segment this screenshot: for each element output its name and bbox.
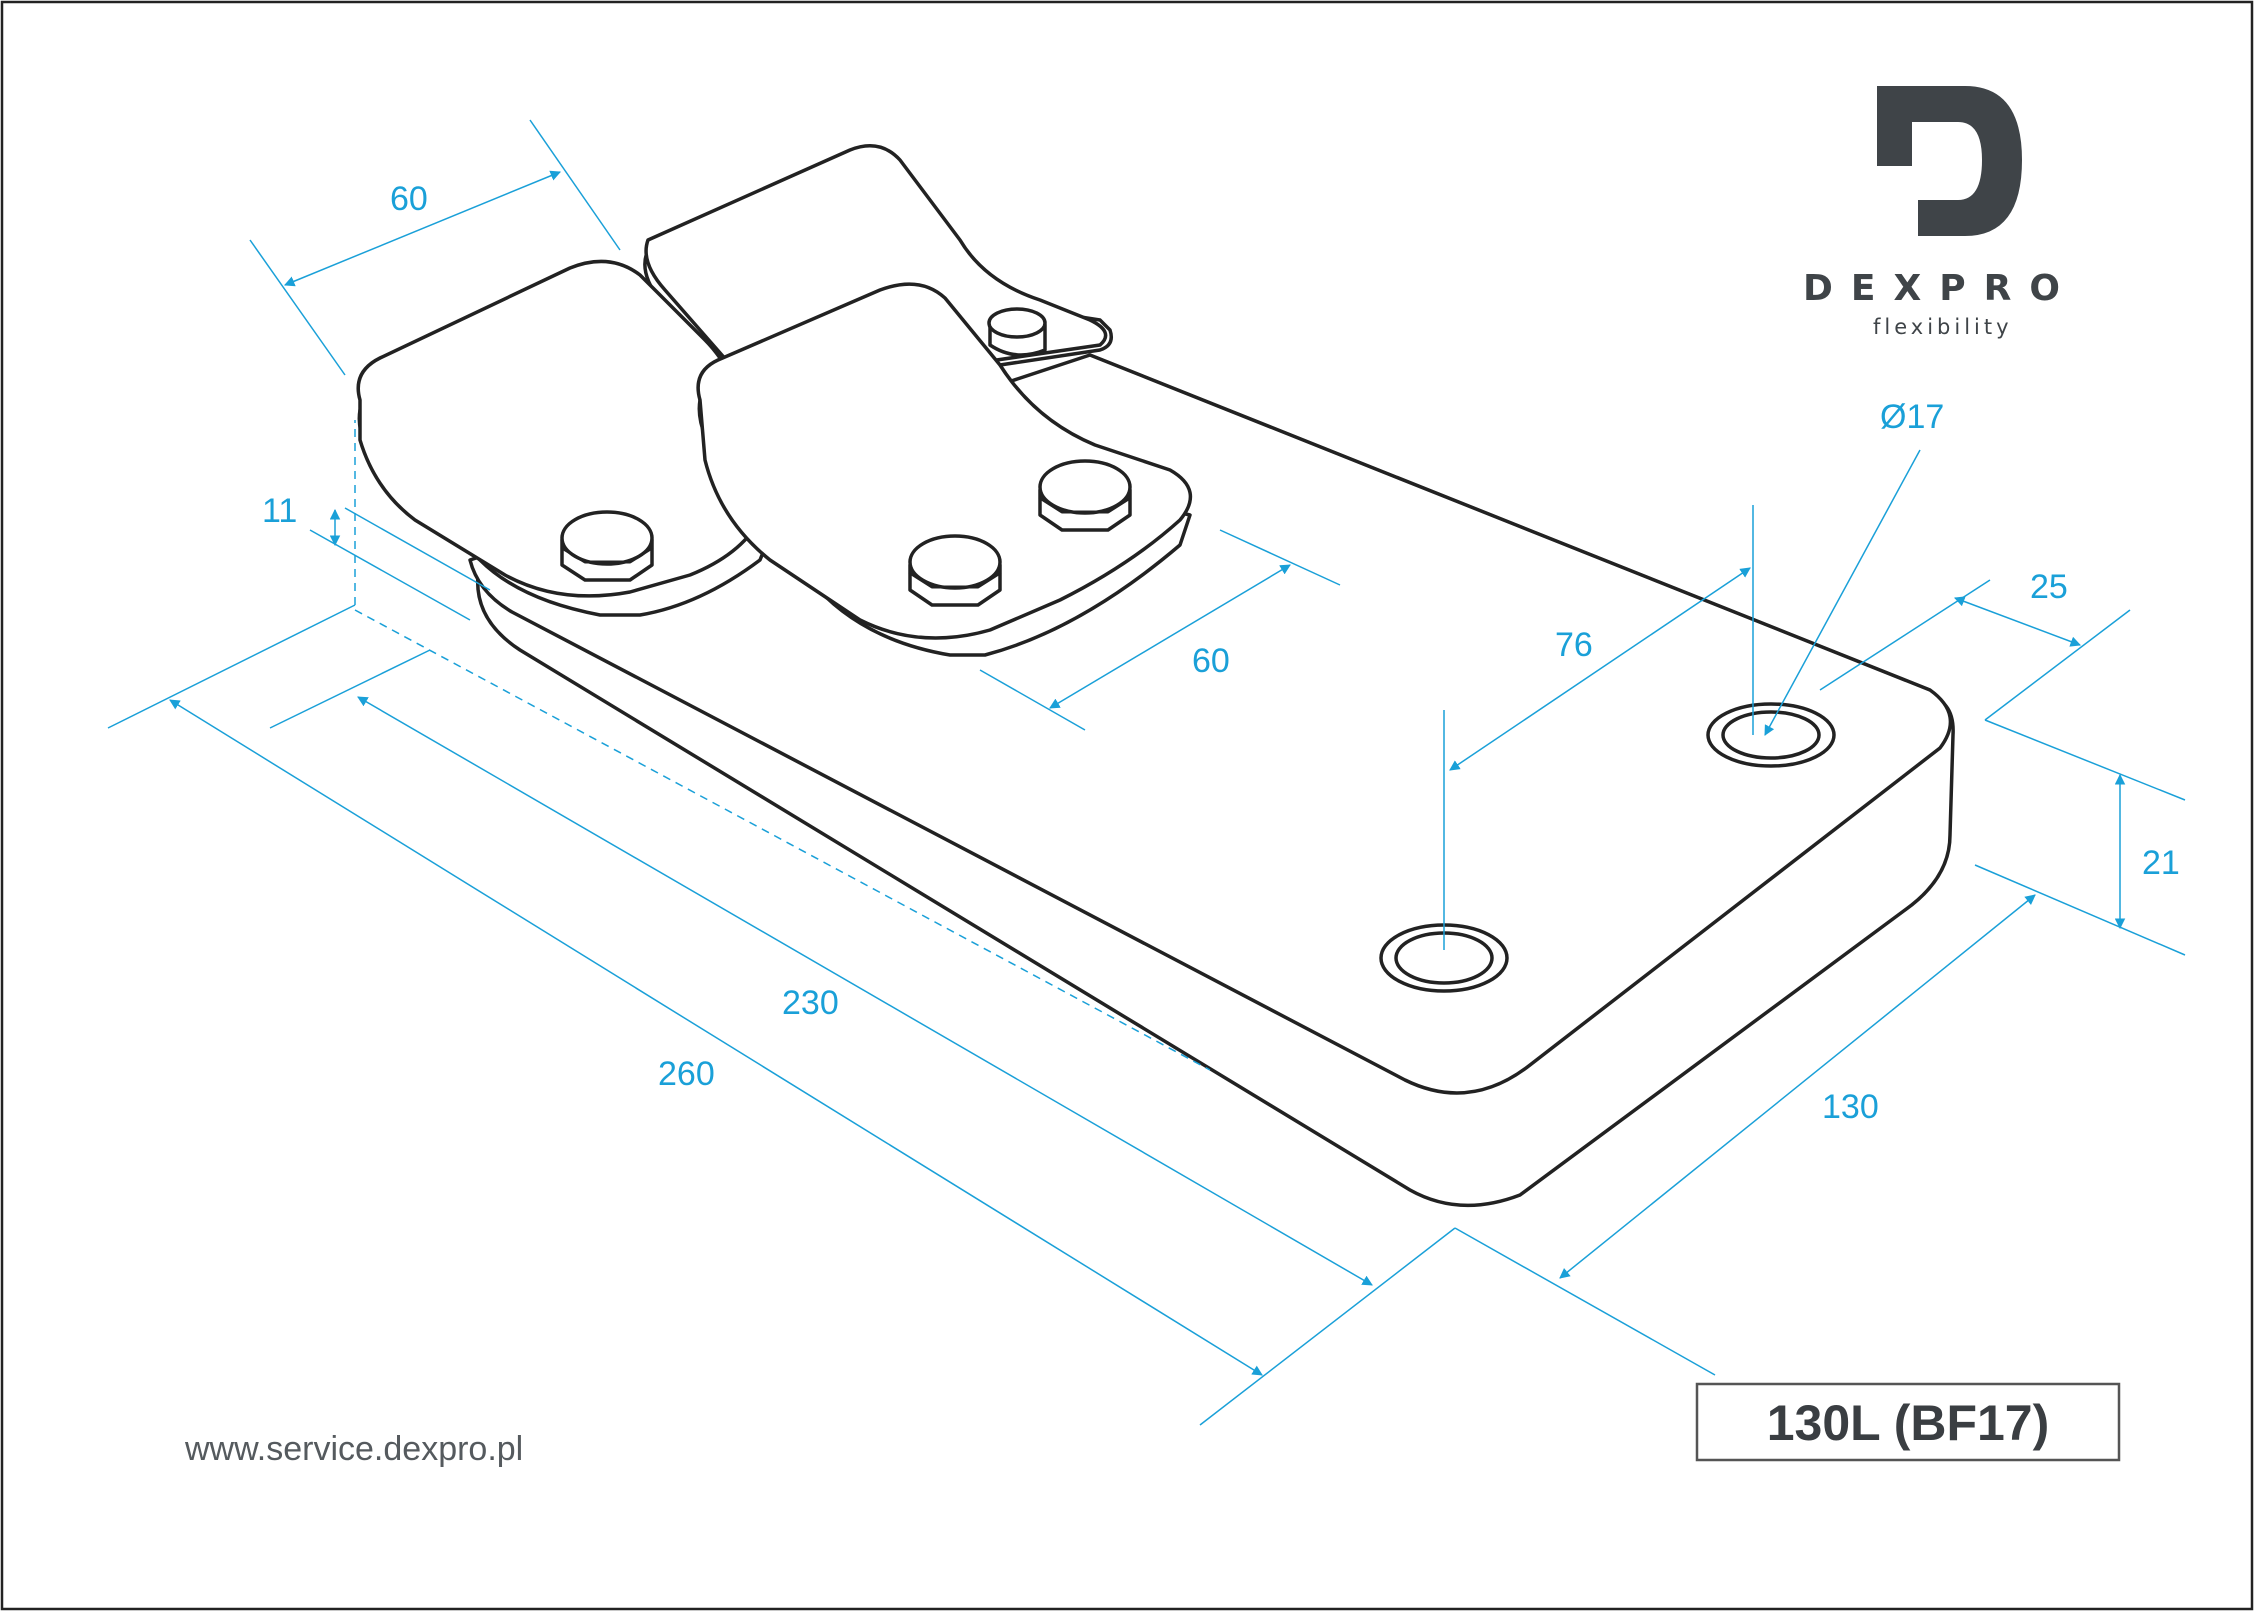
dexpro-logo: DEXPRO flexibility	[1803, 86, 2078, 339]
dim-pad-thickness-label: 11	[262, 492, 297, 530]
dim-base-width: 130	[1199, 894, 2036, 1426]
front-pad-bolt-left	[908, 534, 1002, 607]
dim-base-thickness-label: 21	[2142, 844, 2180, 882]
dim-hole-diameter: Ø17	[1764, 398, 1944, 736]
left-pad-bolt	[560, 510, 654, 582]
model-label: 130L (BF17)	[1767, 1395, 2050, 1451]
mounting-hole-front	[1379, 923, 1509, 993]
model-label-box: 130L (BF17)	[1695, 1382, 2121, 1462]
dim-base-thickness: 21	[1974, 719, 2186, 956]
dim-inner-length-label: 230	[782, 984, 839, 1022]
brand-name: DEXPRO	[1803, 268, 2078, 309]
website-url: www.service.dexpro.pl	[184, 1430, 523, 1468]
dim-hole-spacing-label: 76	[1555, 626, 1593, 664]
dim-base-width-label: 130	[1822, 1088, 1879, 1126]
brand-tagline: flexibility	[1873, 315, 2013, 339]
dexpro-d-icon	[1877, 86, 2022, 236]
dim-pad-thickness: 11	[262, 492, 491, 621]
dim-front-pad-width: 60	[979, 529, 1341, 731]
mounting-hole-rear	[1706, 702, 1836, 768]
rear-pad-bolt	[987, 307, 1047, 357]
front-pad-bolt-right	[1038, 459, 1132, 532]
dim-hole-diameter-label: Ø17	[1880, 398, 1944, 436]
dim-hole-edge-offset-label: 25	[2030, 568, 2068, 606]
dim-top-pad-width-label: 60	[390, 180, 428, 218]
dim-hole-spacing: 76	[1443, 505, 1754, 950]
dim-total-length: 260	[107, 420, 1263, 1376]
dim-total-length-label: 260	[658, 1055, 715, 1093]
dim-front-pad-width-label: 60	[1192, 642, 1230, 680]
dim-top-pad-width: 60	[249, 119, 621, 376]
dim-hole-edge-offset: 25	[1819, 568, 2131, 721]
